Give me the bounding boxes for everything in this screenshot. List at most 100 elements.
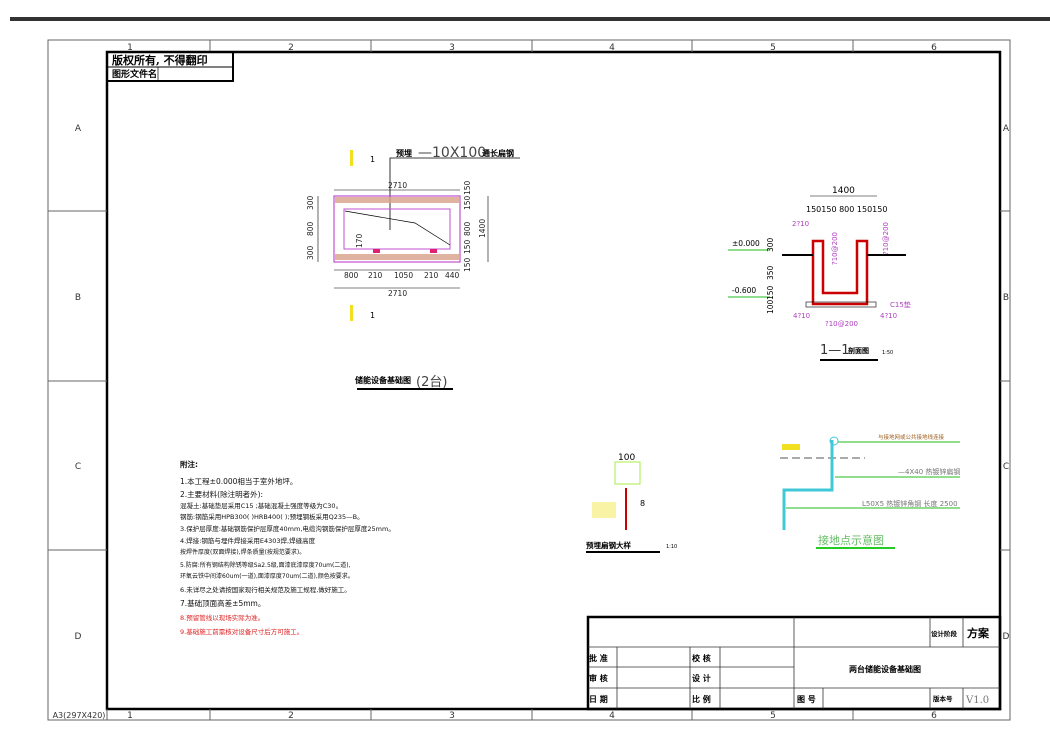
row-label: D — [1003, 632, 1010, 642]
weld-size: 8 — [640, 499, 645, 508]
column-label: 5 — [770, 43, 776, 53]
row-label: A — [75, 124, 82, 134]
version-label: 版本号 — [932, 694, 953, 703]
dim-text: 150150 800 150150 — [806, 205, 887, 214]
review-label: 审 核 — [589, 673, 608, 683]
column-label: 6 — [931, 43, 937, 53]
drawing-title: 两台储能设备基础图 — [849, 664, 921, 674]
grounding-title: 接地点示意图 — [818, 533, 884, 547]
dim-text: 170 — [355, 233, 364, 248]
row-label: B — [1003, 293, 1009, 303]
embed-label: 预埋 — [396, 148, 412, 158]
note-line: 7.基础顶面高差±5mm。 — [180, 598, 265, 608]
note-line: 按焊件厚度(双面焊接),焊条质量(按规范要求)。 — [180, 548, 305, 556]
rebar-label: 4?10 — [793, 312, 810, 320]
detail-title: 预埋扁钢大样 — [586, 540, 631, 550]
note-line: 8.预留管线以现场实际为准。 — [180, 613, 264, 622]
copyright-text: 版权所有, 不得翻印 — [112, 53, 208, 67]
column-label: 2 — [288, 43, 294, 53]
note-line: 6.未详尽之处请按国家现行相关规范及施工规程,做好施工。 — [180, 585, 351, 594]
rebar-label: ?10@200 — [882, 222, 890, 255]
dim-text: 150 — [463, 257, 472, 272]
drawing-no-label: 图 号 — [797, 695, 816, 704]
detail-scale: 1:10 — [666, 544, 677, 550]
dim-text: 350 — [766, 265, 775, 280]
design-stage: 方案 — [967, 626, 990, 640]
row-label: A — [1003, 124, 1010, 134]
note-line: 混凝土:基础垫层采用C15 ;基础混凝土强度等级为C30。 — [180, 501, 342, 510]
dim-text: 210 — [368, 271, 383, 280]
section-mark: 1 — [370, 155, 375, 164]
dim-text: 800 — [306, 221, 315, 236]
dim-text: 100 — [766, 299, 775, 314]
dim-text: 800 — [463, 221, 472, 236]
dim-text: 100 — [618, 453, 635, 463]
outer-frame — [47, 39, 1011, 721]
row-label: C — [1003, 462, 1009, 472]
embed-suffix: 通长扁钢 — [482, 148, 514, 158]
note-line: 9.基础施工前需核对设备尺寸后方可施工。 — [180, 627, 303, 636]
concrete-label: C15垫 — [890, 300, 911, 309]
dim-text: 1400 — [832, 186, 855, 196]
column-label: 2 — [288, 711, 294, 721]
stage-label: 设计阶段 — [931, 629, 958, 638]
level-text: -0.600 — [732, 286, 756, 295]
dim-text: 300 — [766, 237, 775, 252]
dim-text: 150 — [463, 195, 472, 210]
embed-spec: —10X100 — [418, 145, 486, 161]
row-label: D — [75, 632, 82, 642]
dim-text: 150 — [766, 285, 775, 300]
column-label: 3 — [449, 43, 455, 53]
section-1-1: 1400 150150 800 150150 ±0.000 -0.600 300… — [728, 186, 911, 361]
notes: 附注: 1.本工程±0.000相当于室外地坪。 2.主要材料(除注明者外): 混… — [180, 459, 395, 636]
copyright-box: 版权所有, 不得翻印 图形文件名 — [106, 51, 234, 82]
check-label: 校 核 — [692, 653, 711, 663]
row-label: C — [75, 462, 81, 472]
note-line: 4.焊接:钢筋与埋件焊接采用E4303焊,焊缝高度 — [180, 536, 316, 545]
date-label: 日 期 — [589, 694, 608, 704]
foundation-plan: 1 1 预埋 —10X100 通长扁钢 2710 2710 800 210 10… — [306, 145, 520, 390]
column-label: 5 — [770, 711, 776, 721]
dim-text: 1400 — [478, 219, 487, 238]
sheet-size-label: A3(297X420) — [53, 711, 106, 720]
column-label: 1 — [127, 711, 133, 721]
note-line: 1.本工程±0.000相当于室外地坪。 — [180, 476, 297, 486]
level-text: ±0.000 — [732, 239, 760, 248]
approve-label: 批 准 — [589, 653, 608, 663]
grounding-label: 与接地网或公共接地线连接 — [878, 433, 945, 441]
embed-detail: 100 8 预埋扁钢大样 1:10 — [586, 453, 677, 553]
dim-text: 300 — [306, 195, 315, 210]
dim-text: 1050 — [394, 271, 413, 280]
grounding-label: —4X40 热镀锌扁钢 — [898, 467, 960, 476]
plan-title-suffix: (2台) — [416, 375, 447, 390]
dim-text: 800 — [344, 271, 359, 280]
column-label: 4 — [609, 711, 615, 721]
file-name-label: 图形文件名 — [112, 68, 157, 80]
dim-text: 2710 — [388, 289, 407, 298]
grid-ticks — [48, 40, 1010, 720]
dim-text: 2710 — [388, 181, 407, 190]
section-title-suffix: 剖面图 — [848, 346, 869, 355]
dim-text: 210 — [424, 271, 439, 280]
rebar-label: ?10@200 — [831, 232, 839, 265]
rebar-label: 2?10 — [792, 220, 809, 228]
dim-text: 300 — [306, 245, 315, 260]
title-block: 批 准 审 核 日 期 校 核 设 计 比 例 图 号 设计阶段 方案 两台储能… — [586, 615, 1002, 711]
notes-heading: 附注: — [180, 459, 198, 469]
dim-text: 150 — [463, 239, 472, 254]
section-mark: 1 — [370, 311, 375, 320]
section-title: 1—1 — [820, 343, 850, 358]
plan-title: 储能设备基础图 — [354, 375, 411, 385]
dim-text: 440 — [445, 271, 460, 280]
note-line: 环氧云铁中间漆60um(一道),面漆厚度70um(二道),颜色按要求。 — [180, 572, 354, 580]
grounding-diagram: 与接地网或公共接地线连接 —4X40 热镀锌扁钢 L50X5 热镀锌角钢 长度 … — [780, 433, 960, 549]
rebar-label: ?10@200 — [825, 320, 858, 328]
rebar-label: 4?10 — [880, 312, 897, 320]
column-label: 3 — [449, 711, 455, 721]
version-value: V1.0 — [965, 695, 989, 706]
viewer-toolbar-divider — [10, 17, 1050, 21]
scale-label: 比 例 — [692, 694, 711, 704]
section-scale: 1:50 — [882, 350, 893, 356]
column-label: 4 — [609, 43, 615, 53]
